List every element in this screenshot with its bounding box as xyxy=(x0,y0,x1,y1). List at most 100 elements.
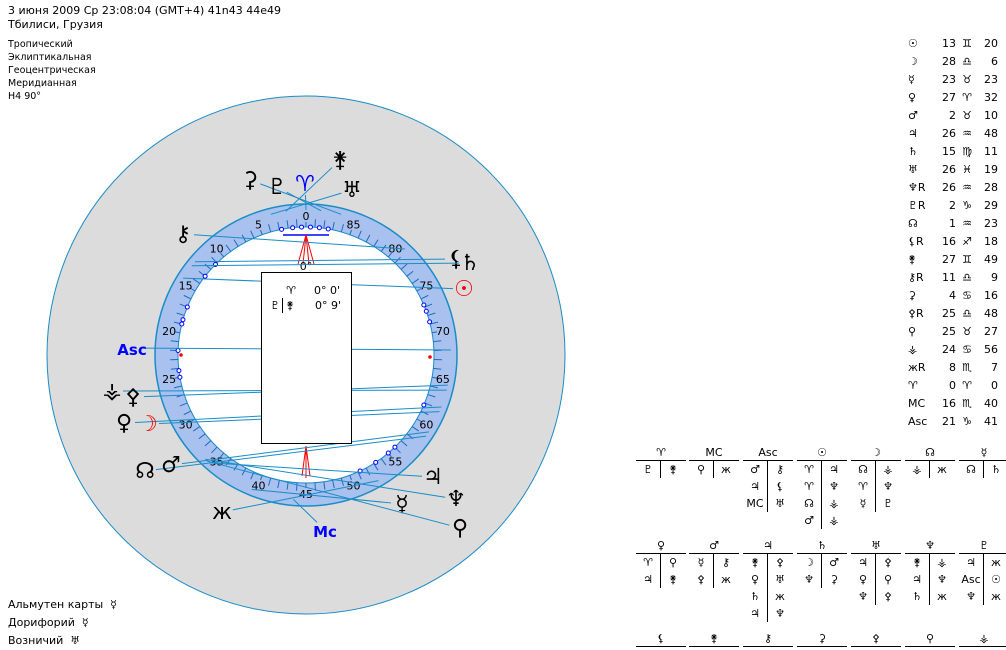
planet-position-row: ⚲25♉27 xyxy=(908,322,998,340)
table-row: ♃♆ xyxy=(905,571,955,588)
table-row: ⚲ж xyxy=(689,461,739,478)
table-header: ☽ xyxy=(851,445,901,461)
dispositor-table: Asc♂⚷♃⚸MC♅ xyxy=(743,445,793,512)
planet-glyph-icon: ⚸R xyxy=(908,234,924,248)
degree-tick xyxy=(220,452,225,458)
table-row: ♈♃ xyxy=(797,461,847,478)
glyph-leader-line xyxy=(205,458,446,498)
degree-tick xyxy=(373,463,379,471)
planet-glyph-icon: ♅ xyxy=(908,162,918,176)
table-cell: ♆ xyxy=(797,571,822,588)
aspect-point xyxy=(180,317,186,323)
degree-tick xyxy=(431,376,438,379)
table-cell: ⚶ xyxy=(937,556,947,569)
degree-tick xyxy=(332,221,335,230)
dispositor-table: ♈♇⚵ xyxy=(636,445,686,478)
dispositor-table: ⚴ xyxy=(851,631,901,647)
table-cell: ⚴ xyxy=(883,590,893,603)
dispositor-table: ♅♃⚴♀⚲♆⚴ xyxy=(851,538,901,605)
degree-tick xyxy=(416,418,422,422)
degree-tick xyxy=(365,467,371,476)
sign-glyph-icon: ♐ xyxy=(962,234,972,248)
table-cell: ☊ xyxy=(851,461,876,478)
planet-position-row: ⚵27♊49 xyxy=(908,250,998,268)
table-cell: ☉ xyxy=(991,573,1001,586)
glyph-leader-line xyxy=(251,488,392,504)
sign-glyph-icon: ♑ xyxy=(962,414,972,428)
chart-glyph-19: ♃ xyxy=(423,465,443,490)
minutes: 49 xyxy=(984,252,998,266)
table-header: ⚳ xyxy=(797,631,847,647)
table-header: ⚷ xyxy=(743,631,793,647)
glyph-leader-line xyxy=(155,435,427,471)
degree: 4 xyxy=(949,288,956,302)
option-zodiac: Тропический xyxy=(8,39,73,50)
degree-tick xyxy=(204,440,212,447)
degree-tick xyxy=(416,288,422,292)
dispositor-table: ☉♈♃♈♆☊⚶♂⚶ xyxy=(797,445,847,529)
table-cell: ♆ xyxy=(829,480,839,493)
table-cell: Asc xyxy=(959,571,984,588)
sign-glyph-icon: ♒ xyxy=(962,216,972,230)
glyph-leader-line xyxy=(293,499,318,523)
chart-glyph-13: ☽ xyxy=(138,412,158,437)
minutes: 48 xyxy=(984,306,998,320)
table-cell: ♈ xyxy=(797,478,822,495)
red-dot xyxy=(428,355,432,359)
table-header: ⚵ xyxy=(689,631,739,647)
planet-glyph-icon: ♄ xyxy=(908,144,918,158)
sign-glyph-icon: ♍ xyxy=(962,144,972,158)
table-cell: ☽ xyxy=(797,554,822,571)
table-cell: ♄ xyxy=(905,588,930,605)
chart-glyph-3: ⚵ xyxy=(332,148,348,173)
degree-label: 75 xyxy=(419,280,433,293)
degree: 15 xyxy=(942,144,956,158)
table-cell: ♆ xyxy=(775,607,785,620)
minutes: 32 xyxy=(984,90,998,104)
red-arrow-line xyxy=(305,234,310,265)
minutes: 23 xyxy=(984,72,998,86)
table-cell: ⚴ xyxy=(775,556,785,569)
glyph-leader-line xyxy=(232,480,379,511)
mercury-glyph-icon: ☿ xyxy=(81,616,89,629)
minutes: 0 xyxy=(991,378,998,392)
table-cell: ж xyxy=(775,590,785,603)
glyph-leader-line xyxy=(206,460,450,526)
sign-glyph-icon: ♋ xyxy=(962,342,972,356)
table-cell: ♃ xyxy=(743,605,768,622)
degree-tick xyxy=(340,224,344,233)
degree-tick xyxy=(411,278,420,284)
degree-tick xyxy=(192,278,201,284)
degree-tick xyxy=(198,433,206,440)
dispositor-table: ♂☿⚷⚴ж xyxy=(689,538,739,588)
table-cell: ♈ xyxy=(851,478,876,495)
chart-glyph-18: ☿ xyxy=(395,492,409,517)
degree-tick xyxy=(430,321,439,325)
degree-tick xyxy=(183,294,192,300)
glyph-leader-line xyxy=(286,191,322,212)
doryphory-label: Дорифорий xyxy=(8,616,75,629)
planet-glyph-icon: ⚵ xyxy=(908,252,917,266)
chart-glyph-6: ⚸ xyxy=(448,247,464,272)
dispositor-table: MC⚲ж xyxy=(689,445,739,478)
planet-glyph-icon: ♈ xyxy=(908,378,918,392)
degree-tick xyxy=(268,224,272,233)
aspect-point xyxy=(423,308,429,314)
degree-tick xyxy=(411,426,420,432)
minutes: 20 xyxy=(984,36,998,50)
table-row: ⚵⚴ xyxy=(743,554,793,571)
chart-glyph-5: ⚷ xyxy=(175,222,191,247)
table-row: ⚵⚶ xyxy=(905,554,955,571)
chart-glyph-20: ♆ xyxy=(446,487,466,512)
degree: 26 xyxy=(942,162,956,176)
planet-glyph-icon: ⚳ xyxy=(908,288,917,302)
sign-glyph-icon: ♎ xyxy=(962,306,972,320)
aspect-point xyxy=(176,368,182,374)
sign-glyph-icon: ♎ xyxy=(962,54,972,68)
table-row: ☊♄ xyxy=(959,461,1006,478)
aspect-point xyxy=(299,224,305,230)
planet-position-row: ♂2♉10 xyxy=(908,106,998,124)
dispositor-table: ☿☊♄ xyxy=(959,445,1006,478)
